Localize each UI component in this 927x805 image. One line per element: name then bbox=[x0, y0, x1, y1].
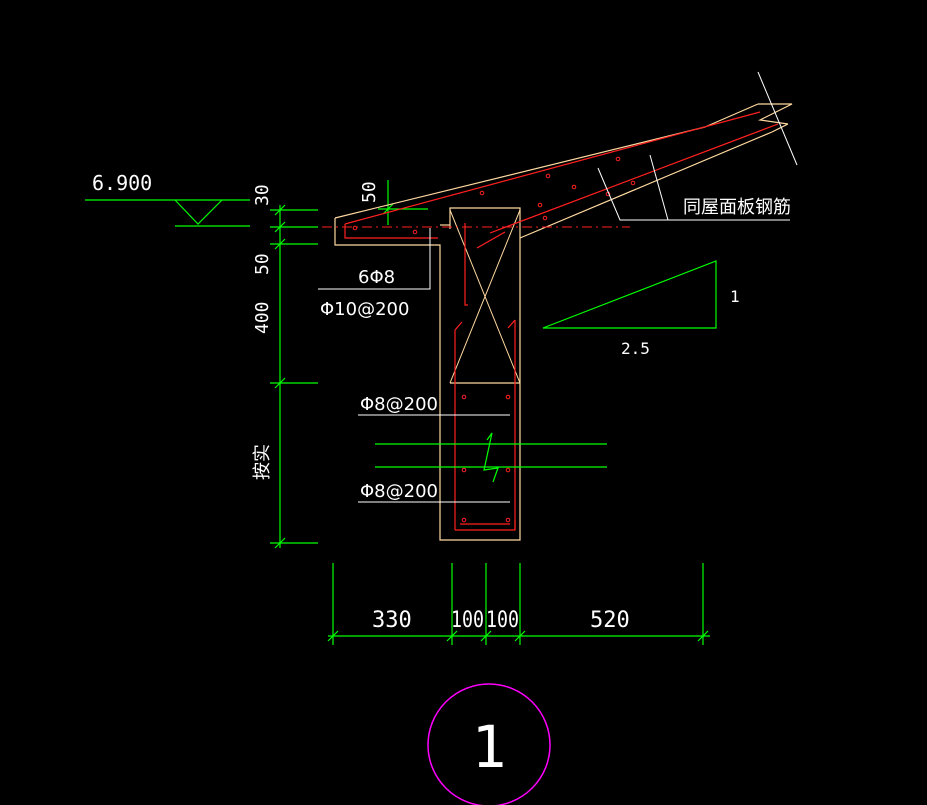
vdim-as-built: 按实 bbox=[252, 444, 273, 480]
vdim-50-top: 50 bbox=[359, 181, 380, 203]
column-cross bbox=[449, 209, 521, 384]
slope-run: 2.5 bbox=[621, 339, 650, 358]
hdim-100-b: 100 bbox=[486, 608, 519, 633]
slope-triangle bbox=[542, 260, 717, 329]
rebar-label-wall-1: Φ8@200 bbox=[360, 394, 438, 415]
rebar-label-top: 6Φ8 bbox=[358, 267, 395, 288]
concrete-outline bbox=[334, 103, 793, 541]
detail-circle bbox=[427, 683, 551, 805]
rebar-label-stirrup: Φ10@200 bbox=[320, 299, 409, 320]
horizontal-dimension-chain bbox=[327, 563, 710, 645]
hdim-520: 520 bbox=[590, 608, 630, 633]
elevation-text: 6.900 bbox=[92, 171, 152, 195]
gutter-lip-dimension bbox=[378, 180, 428, 225]
slab-rebar-label: 同屋面板钢筋 bbox=[683, 197, 791, 218]
rebar-group bbox=[344, 111, 779, 531]
vertical-dimension-chain bbox=[270, 204, 318, 549]
slope-rise: 1 bbox=[730, 287, 740, 306]
rebar-label-wall-2: Φ8@200 bbox=[360, 481, 438, 502]
vdim-50: 50 bbox=[252, 253, 273, 275]
hdim-330: 330 bbox=[372, 608, 412, 633]
vdim-30: 30 bbox=[252, 184, 273, 206]
leader-lines bbox=[318, 71, 798, 503]
hdim-100-a: 100 bbox=[451, 608, 484, 633]
wall-break bbox=[375, 432, 607, 483]
elevation-marker bbox=[85, 199, 250, 227]
vdim-400: 400 bbox=[252, 301, 273, 334]
detail-number: 1 bbox=[472, 713, 507, 781]
